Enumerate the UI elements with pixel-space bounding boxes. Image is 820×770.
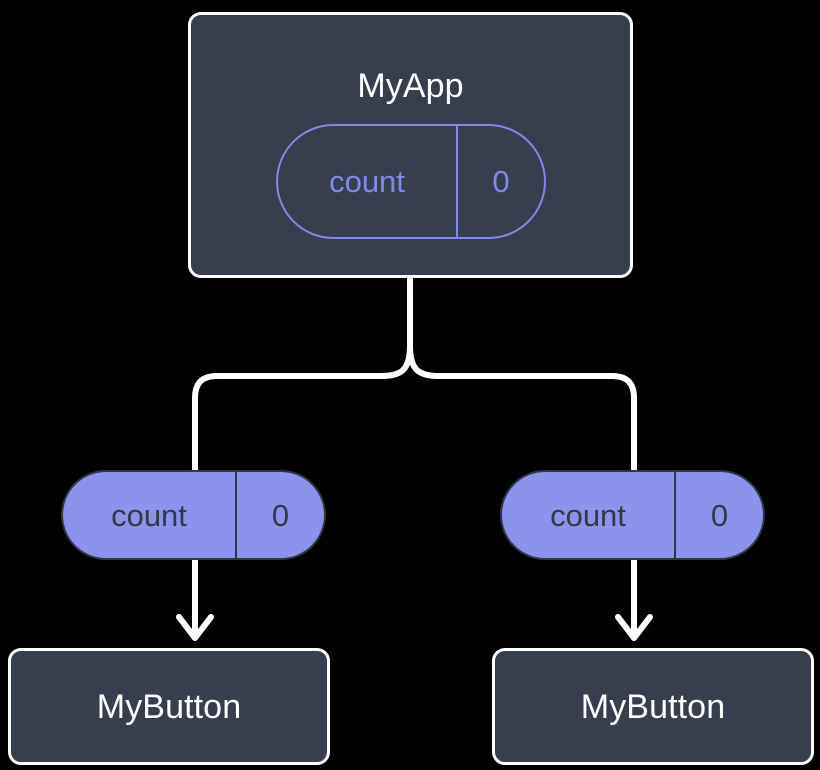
component-title: MyButton <box>580 687 726 726</box>
arrow-right-head <box>615 614 653 641</box>
state-pill-value: 0 <box>456 126 544 237</box>
prop-pill-value: 0 <box>235 472 324 558</box>
prop-pill-child-1-count[interactable]: count 0 <box>500 470 765 560</box>
arrow-left-head <box>176 614 214 641</box>
branch-connector-left <box>192 342 413 473</box>
prop-pill-value: 0 <box>674 472 763 558</box>
branch-connector <box>407 275 637 473</box>
prop-pill-child-0-count[interactable]: count 0 <box>61 470 326 560</box>
state-pill-key: count <box>329 164 405 199</box>
component-title: MyButton <box>96 687 242 726</box>
component-node-mybutton-right[interactable]: MyButton <box>492 648 814 765</box>
state-pill-root-count[interactable]: count 0 <box>276 124 546 239</box>
component-node-mybutton-left[interactable]: MyButton <box>8 648 330 765</box>
prop-pill-key: count <box>550 497 626 533</box>
prop-pill-key: count <box>111 497 187 533</box>
component-title: MyApp <box>357 67 464 105</box>
